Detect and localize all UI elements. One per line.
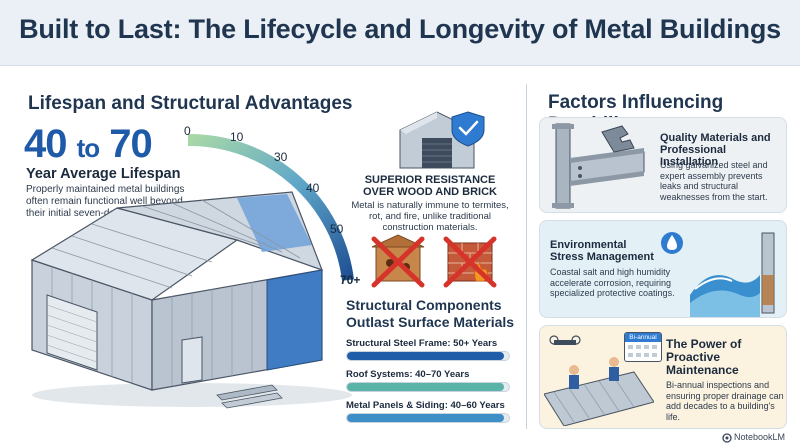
gauge-tick-70plus: 70+ <box>340 273 361 287</box>
gauge-tick-40: 40 <box>306 181 320 195</box>
card-quality-materials: Quality Materials and Professional Insta… <box>539 117 787 213</box>
lifespan-end: 70 <box>109 122 152 166</box>
fire-brick-crossed-icon <box>443 236 497 288</box>
bar-roof-systems <box>346 382 510 392</box>
lifespan-to: to <box>76 133 101 163</box>
lifespan-start: 40 <box>24 122 67 166</box>
gauge-tick-30: 30 <box>274 150 288 164</box>
header-banner: Built to Last: The Lifecycle and Longevi… <box>0 0 800 66</box>
bar-fill-roof-systems <box>347 383 505 391</box>
ocean-wave-corrosion-icon <box>690 232 775 317</box>
bar-label-steel-frame: Structural Steel Frame: 50+ Years <box>346 338 498 349</box>
calendar-header: Bi-annual <box>625 333 661 342</box>
card-quality-title: Quality Materials and Professional Insta… <box>660 132 771 168</box>
card-maintenance-description: Bi-annual inspections and ensuring prope… <box>666 380 784 422</box>
bar-metal-panels <box>346 413 510 423</box>
components-title: Structural Components Outlast Surface Ma… <box>346 297 515 330</box>
card-maintenance-title: The Power of Proactive Maintenance <box>666 337 742 377</box>
bar-fill-metal-panels <box>347 414 505 422</box>
lifespan-range: 40 to 70 <box>24 122 153 167</box>
bar-fill-steel-frame <box>347 352 505 360</box>
card-environment-title: Environmental Stress Management <box>550 239 654 263</box>
calendar-icon: Bi-annual <box>624 332 662 362</box>
lifespan-gauge <box>187 133 354 281</box>
lifespan-description: Properly maintained metal buildings ofte… <box>26 184 185 219</box>
card-quality-description: Using galvanized steel and expert assemb… <box>660 160 768 202</box>
brand-label: NotebookLM <box>734 432 786 442</box>
calendar-grid-icon <box>628 345 657 357</box>
gauge-tick-10: 10 <box>230 130 244 144</box>
page-title: Built to Last: The Lifecycle and Longevi… <box>19 14 781 44</box>
gauge-tick-50: 50 <box>330 222 344 236</box>
card-environment-description: Coastal salt and high humidity accelerat… <box>550 267 675 298</box>
metal-building-illustration <box>30 191 352 409</box>
resistance-title: SUPERIOR RESISTANCE OVER WOOD AND BRICK <box>362 174 498 198</box>
metal-shed-shield-icon <box>399 111 485 169</box>
card-environmental-stress: Environmental Stress Management Coastal … <box>539 220 787 318</box>
bar-steel-frame <box>346 351 510 361</box>
card-proactive-maintenance: Bi-annual The Power of Proactive Mainten… <box>539 325 787 429</box>
lifespan-label: Year Average Lifespan <box>26 166 181 182</box>
bar-label-metal-panels: Metal Panels & Siding: 40–60 Years <box>346 400 505 411</box>
roof-inspection-workers-icon <box>544 335 654 426</box>
left-section-heading: Lifespan and Structural Advantages <box>28 93 353 114</box>
termite-wood-crossed-icon <box>371 234 425 288</box>
resistance-description: Metal is naturally immune to termites, r… <box>351 200 509 233</box>
notebooklm-logo-icon <box>722 433 732 443</box>
bar-label-roof-systems: Roof Systems: 40–70 Years <box>346 369 470 380</box>
steel-beam-wrench-icon <box>552 123 645 209</box>
column-divider <box>526 84 527 429</box>
water-drop-icon <box>661 232 683 254</box>
gauge-tick-0: 0 <box>184 124 191 138</box>
